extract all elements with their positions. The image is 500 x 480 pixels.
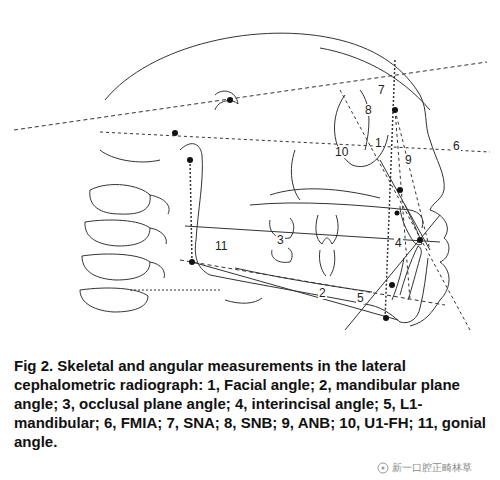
callout-number: 6	[452, 140, 461, 152]
callout-number: 9	[404, 154, 413, 166]
callout-number: 10	[334, 146, 349, 158]
figure-caption: Fig 2. Skeletal and angular measurements…	[14, 356, 488, 451]
callout-number: 1	[374, 137, 383, 149]
callout-number: 3	[276, 234, 285, 246]
callout-number: 4	[394, 237, 403, 249]
callout-number: 5	[356, 292, 365, 304]
watermark: 新一口腔正畸林草	[392, 463, 472, 473]
callout-number: 11	[214, 240, 228, 252]
callout-number: 8	[364, 104, 373, 116]
callout-number: 2	[318, 287, 327, 299]
callout-number: 7	[377, 84, 386, 96]
